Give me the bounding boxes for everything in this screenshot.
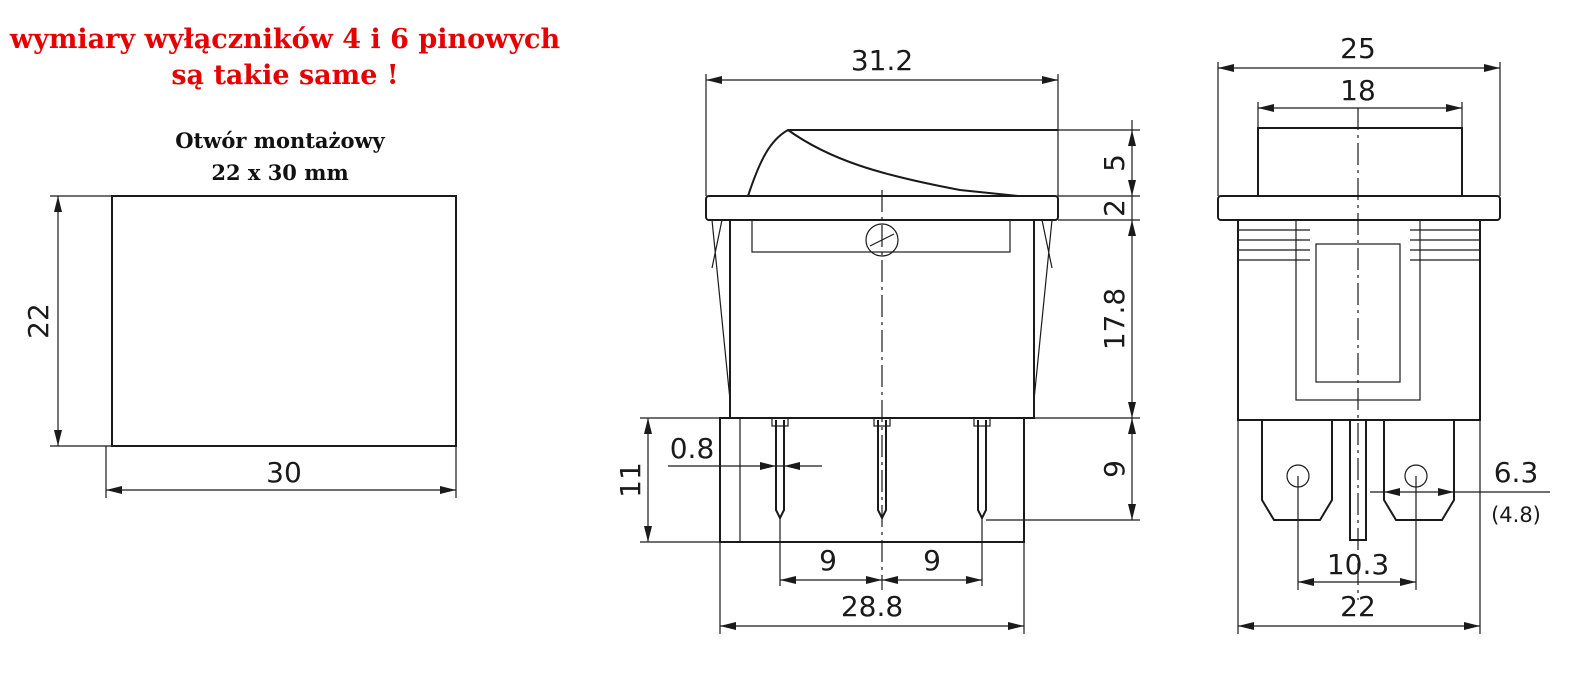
mounting-hole-outline <box>111 195 457 447</box>
terminal-width-label: 6.3 <box>1494 456 1539 489</box>
mounting-hole-view: 22 30 <box>22 195 457 498</box>
side-rocker <box>1257 127 1463 197</box>
terminal-right <box>1383 420 1455 521</box>
pin-middle <box>873 417 891 521</box>
body-height-label: 17.8 <box>1098 288 1131 350</box>
side-view: 25 18 6.3 (4.8) 10.3 22 <box>1217 32 1550 634</box>
pin-length-label: 9 <box>1098 460 1131 478</box>
mounting-hole-size: 22 x 30 mm <box>211 160 348 185</box>
front-inner-window <box>751 219 1011 253</box>
rocker-height-label: 5 <box>1098 154 1131 172</box>
pin-block <box>719 417 1025 543</box>
front-view: 31.2 5 2 17.8 9 11 0.8 <box>614 44 1140 634</box>
front-overall-width-label: 31.2 <box>851 44 913 77</box>
terminal-left <box>1261 420 1333 521</box>
note-same-dimensions-line2: są takie same ! <box>171 60 398 91</box>
side-ribs <box>1238 229 1480 261</box>
side-body-width-label: 22 <box>1340 590 1376 623</box>
hole-width-label: 30 <box>266 456 302 489</box>
side-rocker-width-label: 18 <box>1340 74 1376 107</box>
pin-block-height-label: 11 <box>614 462 647 498</box>
pin-thickness-label: 0.8 <box>670 432 715 465</box>
pin-right <box>973 417 991 521</box>
pin-left <box>771 417 789 521</box>
rocker-top-edge <box>747 129 1058 197</box>
front-latches <box>711 219 1053 401</box>
front-body <box>729 219 1035 419</box>
center-terminal <box>1349 419 1367 541</box>
front-center-mark <box>865 223 899 257</box>
flange-thickness-label: 2 <box>1098 199 1131 217</box>
hole-height-label: 22 <box>22 303 55 339</box>
side-flange <box>1217 195 1501 221</box>
terminal-spacing-label: 10.3 <box>1327 548 1389 581</box>
pin-pitch-left-label: 9 <box>819 544 837 577</box>
terminal-width-alt-label: (4.8) <box>1491 503 1541 527</box>
mounting-hole-title: Otwór montażowy <box>175 128 385 153</box>
pin-pitch-right-label: 9 <box>923 544 941 577</box>
note-same-dimensions-line1: wymiary wyłączników 4 i 6 pinowych <box>9 24 561 55</box>
front-body-width-label: 28.8 <box>841 590 903 623</box>
side-overall-width-label: 25 <box>1340 32 1376 65</box>
rocker-slope <box>787 129 1019 197</box>
